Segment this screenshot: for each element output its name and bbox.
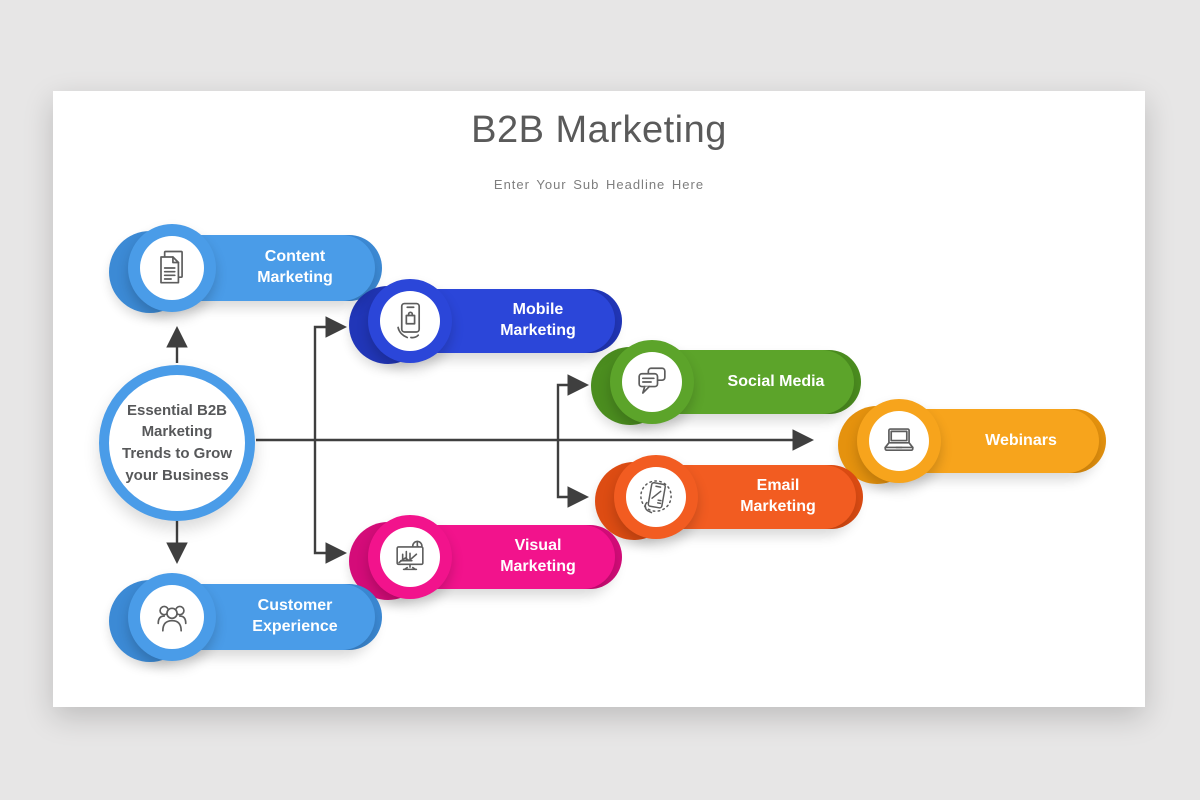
subheader: Enter Your Sub Headline Here [53,176,1145,194]
node-icon-badge [614,455,698,539]
laptop-icon [877,419,921,463]
mobile-shopping-icon [388,299,432,343]
node-label: Content Marketing [257,248,333,286]
node-icon-badge [368,515,452,599]
analytics-monitor-icon [388,535,432,579]
node-icon-badge [128,573,216,661]
page-title: B2B Marketing [471,109,727,151]
chat-bubbles-icon [630,360,674,404]
node-label: Social Media [727,372,825,390]
documents-icon [150,246,194,290]
node-label: Mobile Marketing [500,301,576,339]
node-icon-badge [368,279,452,363]
phone-email-icon [634,475,678,519]
node-label: Customer Experience [252,597,338,635]
node-label: Visual Marketing [500,537,576,575]
people-icon [150,595,194,639]
node-label: Webinars [985,431,1057,449]
page-subtitle: Enter Your Sub Headline Here [493,177,705,192]
node-label: Email Marketing [740,477,816,515]
node-icon-badge [857,399,941,483]
node-icon-badge [128,224,216,312]
node-icon-badge [610,340,694,424]
central-topic-circle: Essential B2B Marketing Trends to Grow y… [99,365,255,521]
header: B2B Marketing [53,109,1145,152]
